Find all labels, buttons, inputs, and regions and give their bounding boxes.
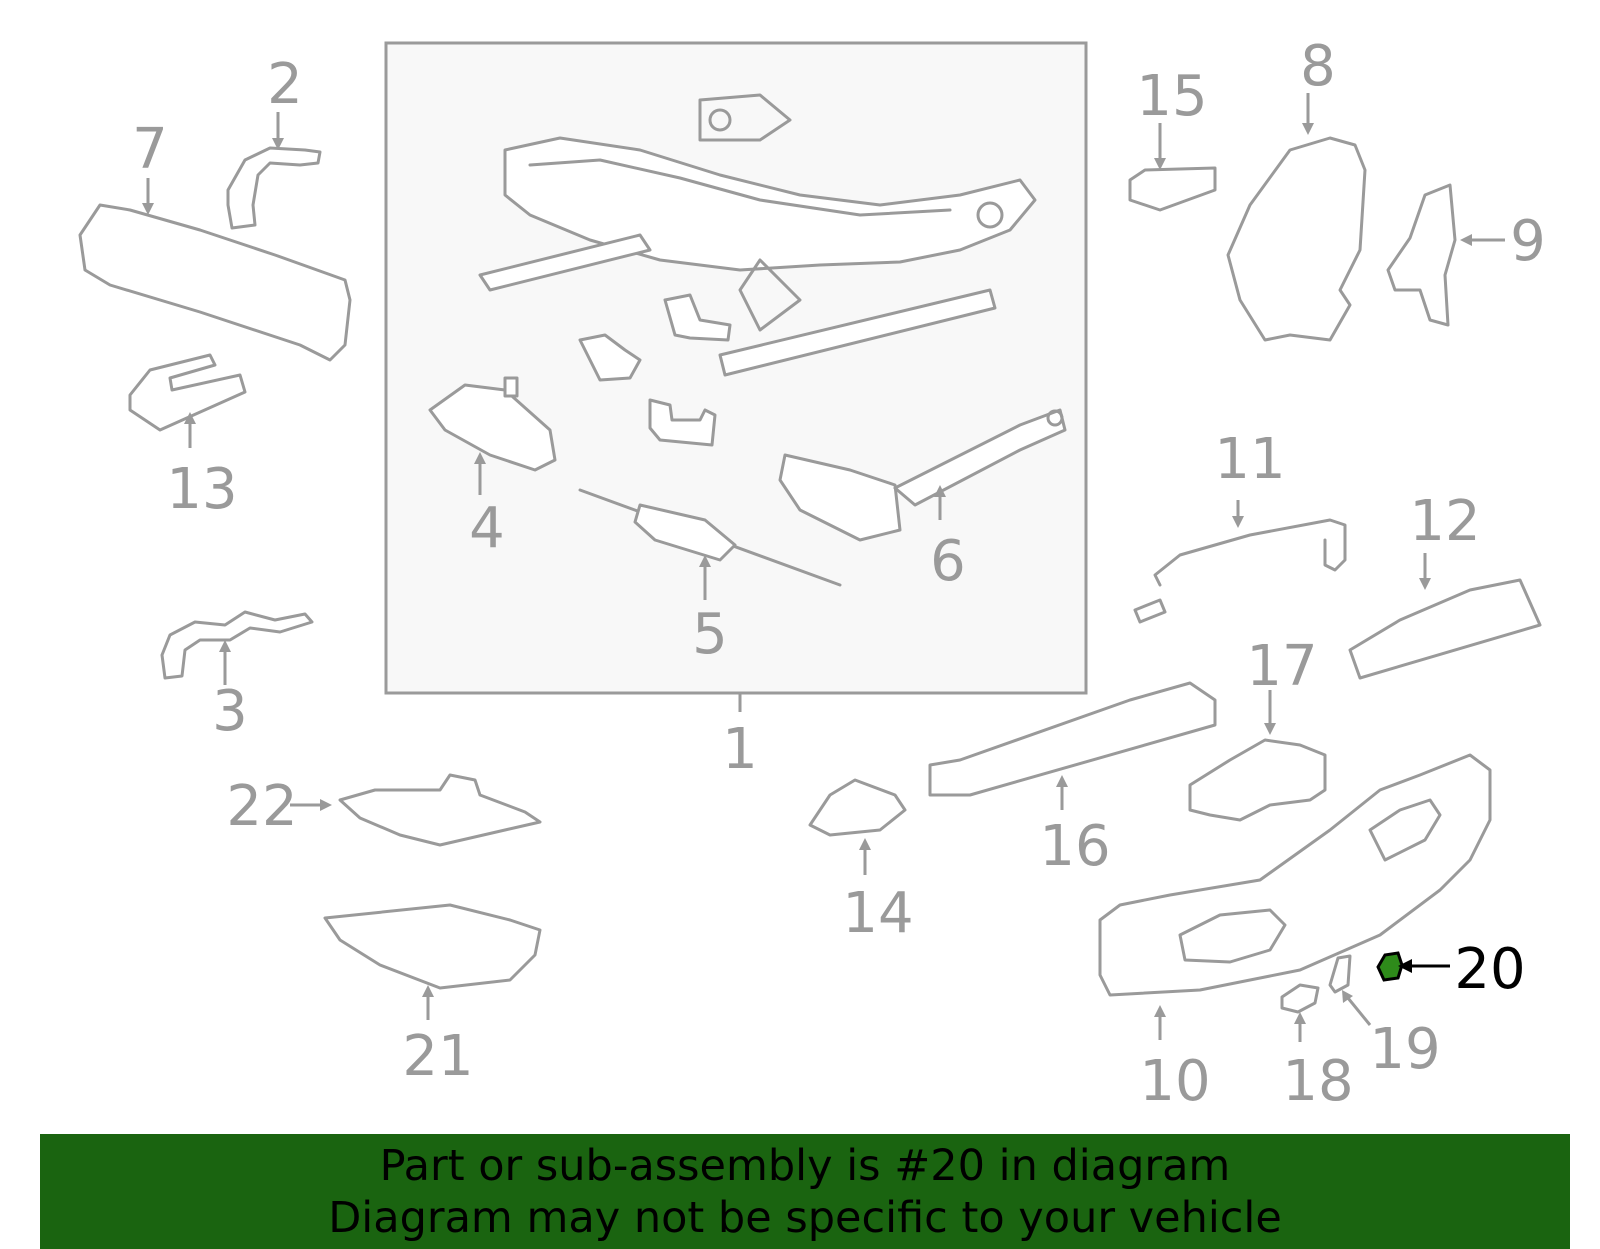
part-18-knob bbox=[1280, 983, 1320, 1014]
part-20-knob bbox=[1376, 951, 1404, 982]
part-7-trim bbox=[78, 203, 352, 362]
callout-14: 14 bbox=[842, 881, 913, 946]
part-5-spindle bbox=[578, 488, 842, 587]
clip-b bbox=[578, 333, 642, 382]
callout-4: 4 bbox=[469, 496, 505, 561]
callout-11: 11 bbox=[1214, 427, 1285, 492]
callout-7: 7 bbox=[132, 117, 168, 182]
callout-9: 9 bbox=[1510, 209, 1546, 274]
part-21-tray bbox=[323, 903, 542, 990]
part-6-motor bbox=[778, 408, 1067, 542]
part-14-clip bbox=[808, 778, 907, 837]
part-11-end bbox=[1133, 598, 1167, 624]
callout-12: 12 bbox=[1409, 489, 1480, 554]
callout-1: 1 bbox=[722, 717, 758, 782]
callout-15: 15 bbox=[1136, 64, 1207, 129]
callout-22: 22 bbox=[226, 774, 297, 839]
part-10-switch-recess bbox=[1178, 908, 1287, 964]
part-15-clip bbox=[1128, 166, 1217, 212]
part-17-bracket bbox=[1188, 738, 1327, 822]
part-10-switch-recess-2 bbox=[1368, 798, 1442, 862]
part-16-rail bbox=[928, 681, 1217, 797]
part-2-bracket bbox=[226, 146, 322, 230]
clip-a bbox=[663, 293, 732, 342]
part-9-bracket bbox=[1386, 183, 1457, 327]
banner-line-2: Diagram may not be specific to your vehi… bbox=[328, 1192, 1282, 1243]
callout-19: 19 bbox=[1369, 1017, 1440, 1082]
banner-line-1: Part or sub-assembly is #20 in diagram bbox=[379, 1140, 1231, 1191]
part-19-knob bbox=[1328, 954, 1352, 994]
callout-5: 5 bbox=[692, 602, 728, 667]
part-11-wire bbox=[1153, 518, 1347, 587]
part-12-trim bbox=[1348, 578, 1542, 680]
info-banner: Part or sub-assembly is #20 in diagram D… bbox=[40, 1134, 1570, 1249]
part-4-motor bbox=[428, 376, 557, 472]
part-1-seat-frame bbox=[478, 93, 1037, 377]
part-22-plate bbox=[338, 773, 542, 847]
clip-c bbox=[648, 398, 717, 447]
part-13-bracket bbox=[128, 353, 247, 432]
callout-17: 17 bbox=[1246, 634, 1317, 699]
callout-6: 6 bbox=[930, 529, 966, 594]
callout-20: 20 bbox=[1454, 937, 1525, 1002]
callout-18: 18 bbox=[1282, 1049, 1353, 1114]
callout-13: 13 bbox=[166, 457, 237, 522]
part-3-bracket bbox=[160, 610, 314, 680]
leader-arrows bbox=[142, 93, 1505, 1042]
callout-2: 2 bbox=[267, 52, 303, 117]
callout-10: 10 bbox=[1139, 1049, 1210, 1114]
callout-8: 8 bbox=[1300, 34, 1336, 99]
callout-3: 3 bbox=[212, 679, 248, 744]
callout-21: 21 bbox=[402, 1024, 473, 1089]
part-8-cover bbox=[1226, 136, 1367, 342]
callout-16: 16 bbox=[1039, 814, 1110, 879]
